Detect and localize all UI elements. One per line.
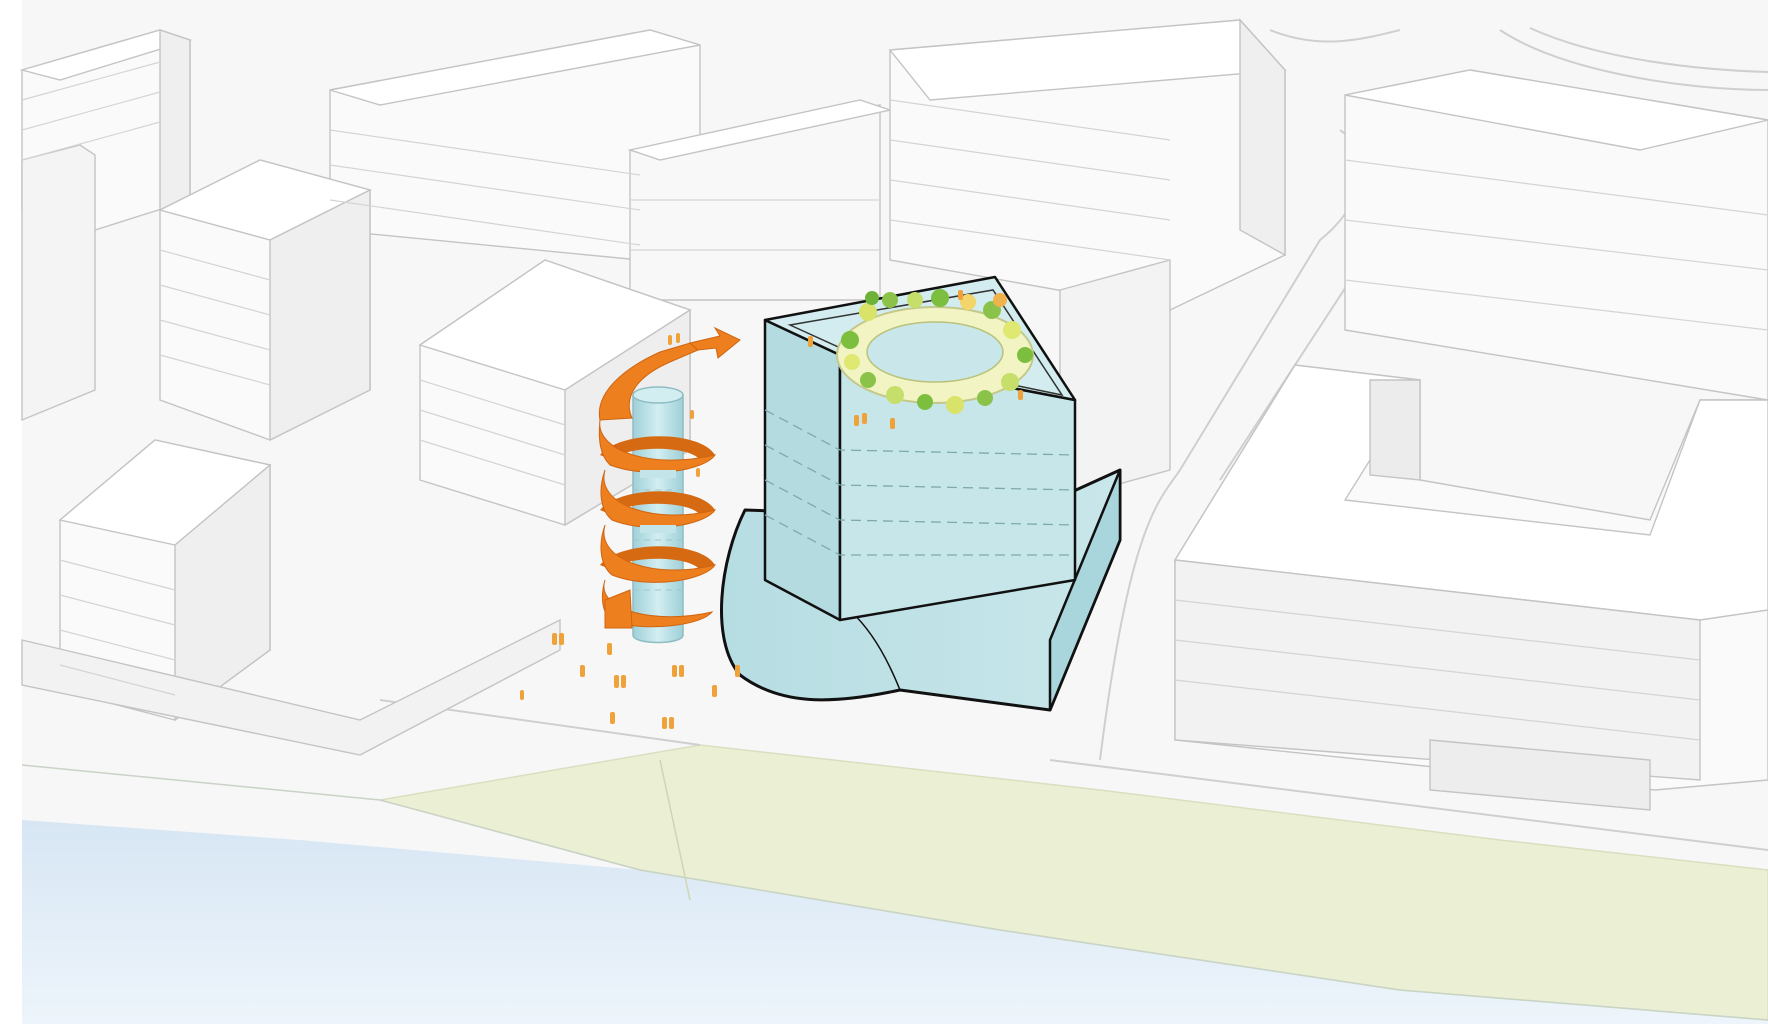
cylinder-top [633,387,683,403]
tower-face-left [765,320,840,620]
bottom-margin [0,1024,1768,1029]
left-margin [0,0,22,1029]
roof-courtyard [867,322,1003,382]
